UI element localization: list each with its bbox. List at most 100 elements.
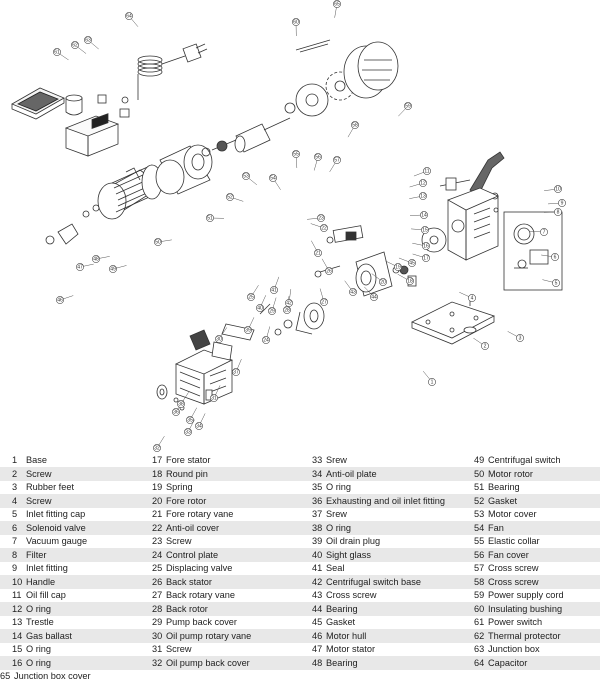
part-name: Back rotary vane (166, 590, 235, 600)
part-name: Base (26, 455, 47, 465)
callout-label: 58 (352, 123, 358, 129)
callout-circle (84, 36, 92, 44)
callout-circle (554, 208, 562, 216)
part-number: 33 (312, 455, 323, 465)
junction-box-drawing (64, 113, 120, 157)
part-name: Fan (488, 522, 504, 533)
callout-circle (481, 342, 489, 350)
part-name: Junction box cover (14, 671, 91, 681)
part-name: Spring (166, 482, 193, 492)
part-name: Rubber feet (26, 482, 75, 492)
part-number: 37 (312, 509, 323, 519)
callout-label: 2 (484, 344, 487, 350)
callout-circle (76, 263, 84, 271)
part-name: Inlet fitting (26, 563, 68, 573)
part-number: 15 (12, 644, 23, 654)
part-number: 19 (152, 482, 163, 492)
part-number: 25 (152, 563, 163, 573)
callout-label: 43 (350, 290, 356, 296)
callout-label: 41 (271, 288, 277, 294)
callout-label: 18 (407, 279, 413, 285)
callout-circle (154, 238, 162, 246)
part-name: Screw (166, 644, 192, 654)
callout-label: 38 (178, 402, 184, 408)
part-number: 4 (12, 495, 18, 506)
part-name: Sight glass (326, 549, 371, 560)
callout-label: 6 (554, 255, 557, 261)
callout-label: 60 (293, 20, 299, 26)
base-plate-drawing (411, 296, 496, 345)
callout-label: 49 (110, 267, 116, 273)
callout-label: 23 (318, 216, 324, 222)
callout-label: 31 (211, 396, 217, 402)
part-name: Junction box (488, 644, 540, 654)
callout-label: 11 (424, 169, 429, 175)
part-number: 35 (312, 482, 323, 492)
part-name: Gasket (326, 617, 356, 627)
callout-circle (226, 193, 234, 201)
callout-label: 54 (270, 176, 276, 182)
callout-leader-lines (56, 3, 563, 449)
part-number: 48 (312, 657, 323, 668)
callout-circle (320, 224, 328, 232)
motor-hull-drawing (97, 164, 163, 220)
part-name: Capacitor (488, 657, 528, 668)
callout-circle (109, 265, 117, 273)
callout-circle (92, 255, 100, 263)
part-name: Anti-oil plate (326, 468, 377, 479)
part-name: Bearing (488, 482, 520, 492)
callout-label: 51 (207, 216, 213, 222)
back-rotor-drawing (259, 302, 325, 336)
part-name: Trestle (26, 617, 54, 627)
part-name: Fore rotor (166, 495, 207, 506)
callout-label: 26 (326, 269, 332, 275)
capacitor-drawing (65, 94, 83, 116)
part-number: 31 (152, 644, 163, 654)
callout-circle (314, 249, 322, 257)
part-name: O ring (326, 482, 352, 492)
callout-label: 44 (371, 295, 377, 301)
callout-label: 37 (233, 370, 239, 376)
callout-circle (428, 378, 436, 386)
callout-circle (195, 422, 203, 430)
part-name: Fore rotary vane (166, 509, 234, 519)
part-name: Vacuum gauge (26, 536, 88, 546)
callout-circle (551, 253, 559, 261)
part-name: Displacing valve (166, 563, 233, 573)
part-name: Bearing (326, 603, 358, 614)
part-number: 52 (474, 495, 485, 506)
callout-label: 50 (155, 240, 161, 246)
part-number: 12 (12, 603, 23, 614)
callout-markers: 1234567891011121314151617181920212223242… (53, 0, 566, 452)
part-number: 46 (312, 630, 323, 641)
part-name: Screw (166, 536, 192, 546)
part-name: Srew (326, 509, 347, 519)
callout-label: 47 (77, 265, 83, 271)
